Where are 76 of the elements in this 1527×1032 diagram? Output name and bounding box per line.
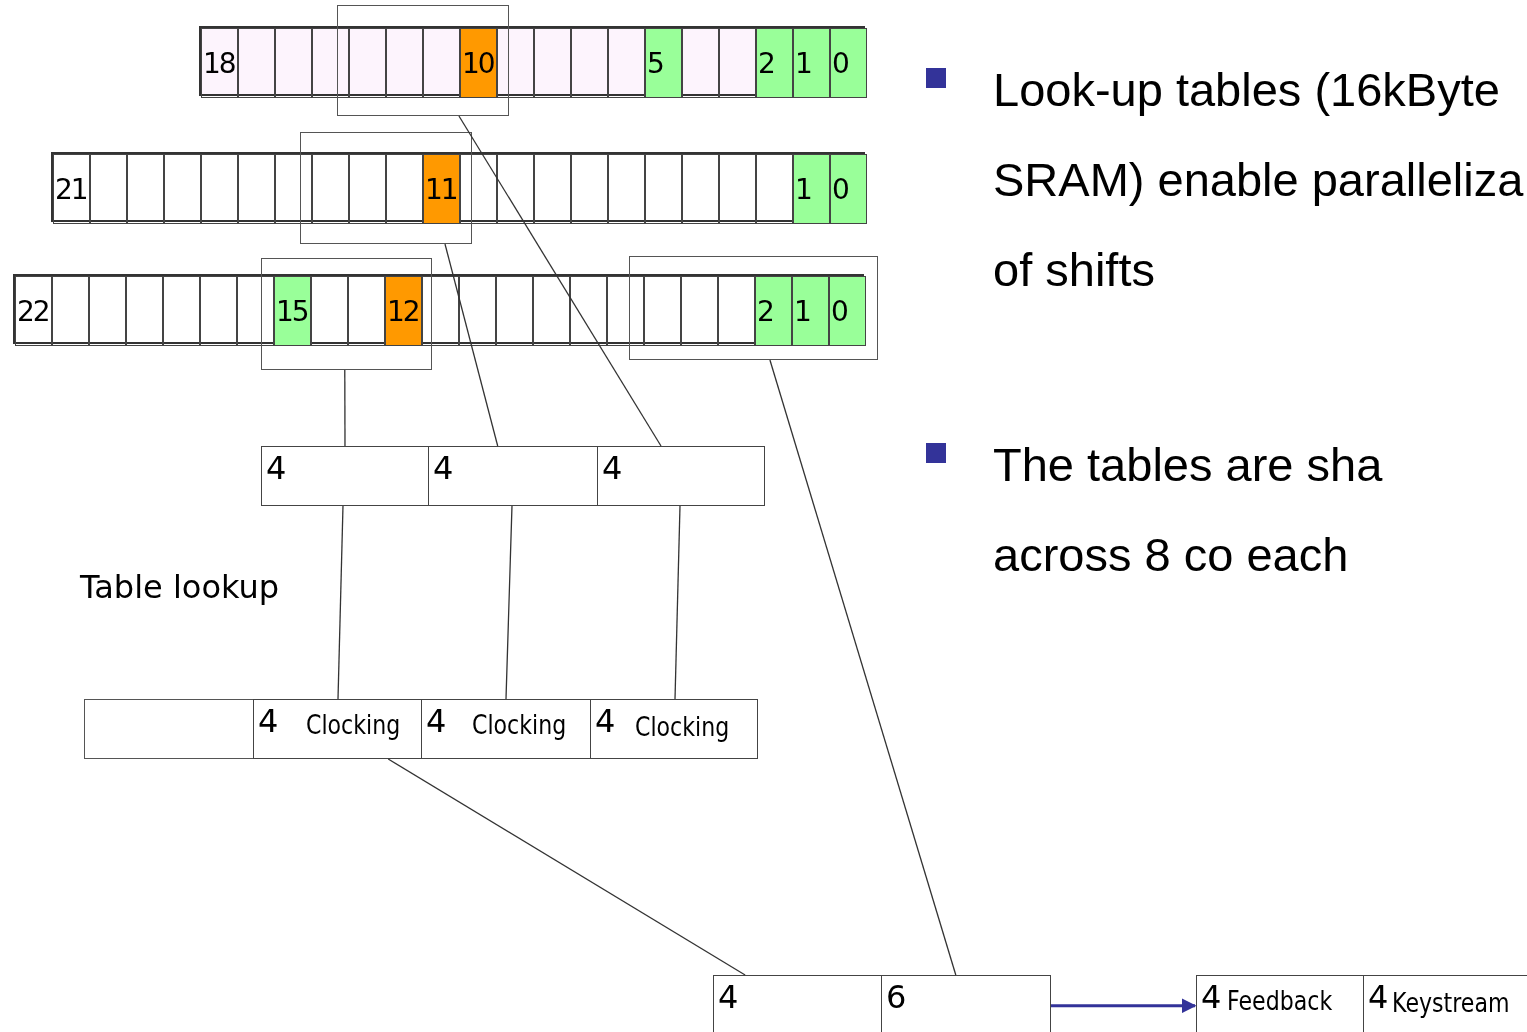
bit-count: 4 bbox=[595, 702, 616, 740]
bit-count: 4 bbox=[602, 449, 623, 487]
register-cell bbox=[53, 154, 90, 224]
clock-label: Clocking bbox=[306, 710, 401, 740]
selection-frame bbox=[337, 5, 509, 116]
register-box bbox=[253, 699, 422, 759]
bit-number: 2 bbox=[757, 295, 773, 328]
register-cell bbox=[15, 276, 52, 346]
shift-register bbox=[199, 26, 865, 96]
register-box bbox=[421, 699, 591, 759]
clock-label: Clocking bbox=[472, 710, 567, 740]
register-cell bbox=[830, 154, 867, 224]
register-cell bbox=[792, 276, 829, 346]
clock-label: Clocking bbox=[635, 712, 730, 742]
register-cell bbox=[274, 276, 311, 346]
bit-number: 5 bbox=[647, 47, 663, 80]
signal-label: Keystream bbox=[1392, 988, 1510, 1018]
bit-number: 11 bbox=[425, 173, 457, 206]
bullet-text: Look-up tables (16kByte SRAM) enable paralleliza of shifts bbox=[993, 62, 1525, 298]
signal-label: Feedback bbox=[1227, 986, 1333, 1016]
selection-frame bbox=[261, 258, 432, 370]
register-cell bbox=[460, 28, 497, 98]
register-box bbox=[428, 446, 598, 506]
bit-number: 15 bbox=[276, 295, 308, 328]
bit-number: 1 bbox=[795, 47, 811, 80]
bit-number: 0 bbox=[832, 47, 848, 80]
bit-number: 18 bbox=[203, 47, 235, 80]
arrow bbox=[1051, 998, 1197, 1014]
connector-line bbox=[337, 505, 344, 700]
register-cell bbox=[423, 154, 460, 224]
bit-count: 6 bbox=[886, 978, 907, 1016]
bit-number: 0 bbox=[831, 295, 847, 328]
bit-count: 4 bbox=[258, 702, 279, 740]
bit-number: 21 bbox=[55, 173, 87, 206]
register-box bbox=[590, 699, 758, 759]
register-cell bbox=[793, 28, 830, 98]
shift-register bbox=[51, 152, 865, 222]
bit-count: 4 bbox=[433, 449, 454, 487]
selection-frame bbox=[629, 256, 878, 360]
connector-line bbox=[769, 359, 957, 976]
bit-count: 4 bbox=[1368, 978, 1389, 1016]
connector-line bbox=[387, 758, 746, 976]
bit-number: 0 bbox=[832, 173, 848, 206]
bit-count: 4 bbox=[1201, 978, 1222, 1016]
bit-count: 4 bbox=[266, 449, 287, 487]
bullet-text: The tables are sha across 8 co each bbox=[993, 437, 1384, 583]
connector-line bbox=[458, 115, 662, 447]
connector-line bbox=[444, 243, 499, 447]
bit-number: 10 bbox=[462, 47, 494, 80]
register-cell bbox=[755, 276, 792, 346]
bit-number: 1 bbox=[794, 295, 810, 328]
register-cell bbox=[793, 154, 830, 224]
register-cell bbox=[829, 276, 866, 346]
register-box bbox=[261, 446, 429, 506]
register-cell bbox=[645, 28, 682, 98]
register-cell bbox=[385, 276, 422, 346]
bit-number: 2 bbox=[758, 47, 774, 80]
register-box bbox=[713, 975, 882, 1032]
connector-line bbox=[344, 369, 346, 447]
register-box bbox=[1196, 975, 1364, 1032]
bit-count: 4 bbox=[718, 978, 739, 1016]
register-cell bbox=[830, 28, 867, 98]
connector-line bbox=[674, 505, 681, 700]
bit-number: 12 bbox=[387, 295, 419, 328]
register-box bbox=[881, 975, 1051, 1032]
shift-register bbox=[13, 274, 864, 344]
bit-number: 1 bbox=[795, 173, 811, 206]
connector-line bbox=[505, 505, 513, 700]
register-box bbox=[84, 699, 254, 759]
register-cell bbox=[201, 28, 238, 98]
selection-frame bbox=[300, 132, 472, 244]
bit-count: 4 bbox=[426, 702, 447, 740]
caption-text: Table lookup bbox=[80, 568, 280, 606]
register-box bbox=[597, 446, 765, 506]
register-cell bbox=[756, 28, 793, 98]
bit-number: 22 bbox=[17, 295, 49, 328]
